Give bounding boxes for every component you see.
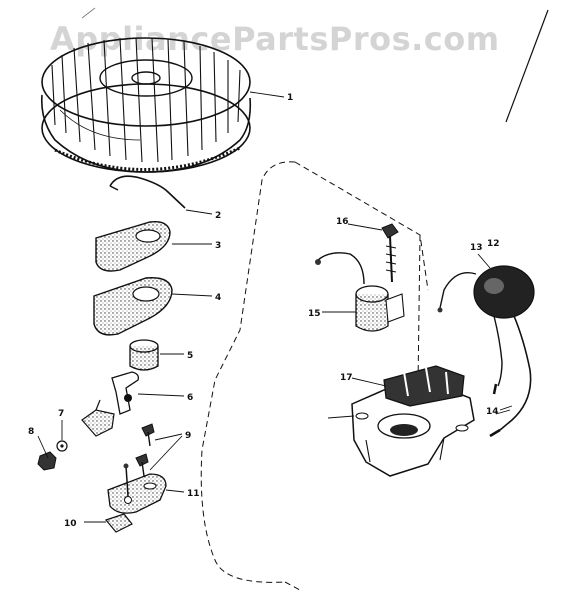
ignition-coil-part (437, 265, 535, 319)
stator-base-part (351, 365, 475, 477)
callout-5: 5 (187, 351, 193, 361)
cover-plate-part (95, 221, 171, 272)
callout-16: 16 (336, 217, 349, 227)
assembly-dashed-outline (200, 161, 429, 591)
nut-part (37, 451, 57, 471)
callout-4: 4 (215, 293, 221, 303)
callout-labels: 1 2 3 4 5 6 7 8 9 10 11 12 13 14 15 16 1… (28, 93, 500, 529)
callout-9: 9 (185, 431, 191, 441)
leader-lines (37, 91, 513, 523)
callout-10: 10 (64, 519, 77, 529)
callout-1: 1 (287, 93, 293, 103)
flywheel-part (40, 37, 252, 173)
coil-leads-part (489, 315, 532, 438)
spring-block-part (104, 513, 133, 533)
callout-13: 13 (470, 243, 483, 253)
scan-marks (81, 7, 549, 123)
callout-6: 6 (187, 393, 193, 403)
washer-part (56, 440, 68, 452)
screws-part (135, 423, 155, 477)
callout-12: 12 (487, 239, 500, 249)
callout-3: 3 (215, 241, 221, 251)
callout-8: 8 (28, 427, 34, 437)
callout-11: 11 (187, 489, 200, 499)
breaker-arm-part (81, 371, 140, 437)
spring-clip-part (109, 175, 186, 209)
callout-15: 15 (308, 309, 321, 319)
gasket-part (93, 277, 173, 336)
condenser-part (315, 252, 405, 332)
mounting-bracket-part (107, 463, 167, 514)
cam-sleeve-part (129, 339, 159, 371)
callout-17: 17 (340, 373, 353, 383)
callout-7: 7 (58, 409, 64, 419)
callout-2: 2 (215, 211, 221, 221)
callout-14: 14 (486, 407, 499, 417)
condenser-screw-part (381, 223, 399, 283)
